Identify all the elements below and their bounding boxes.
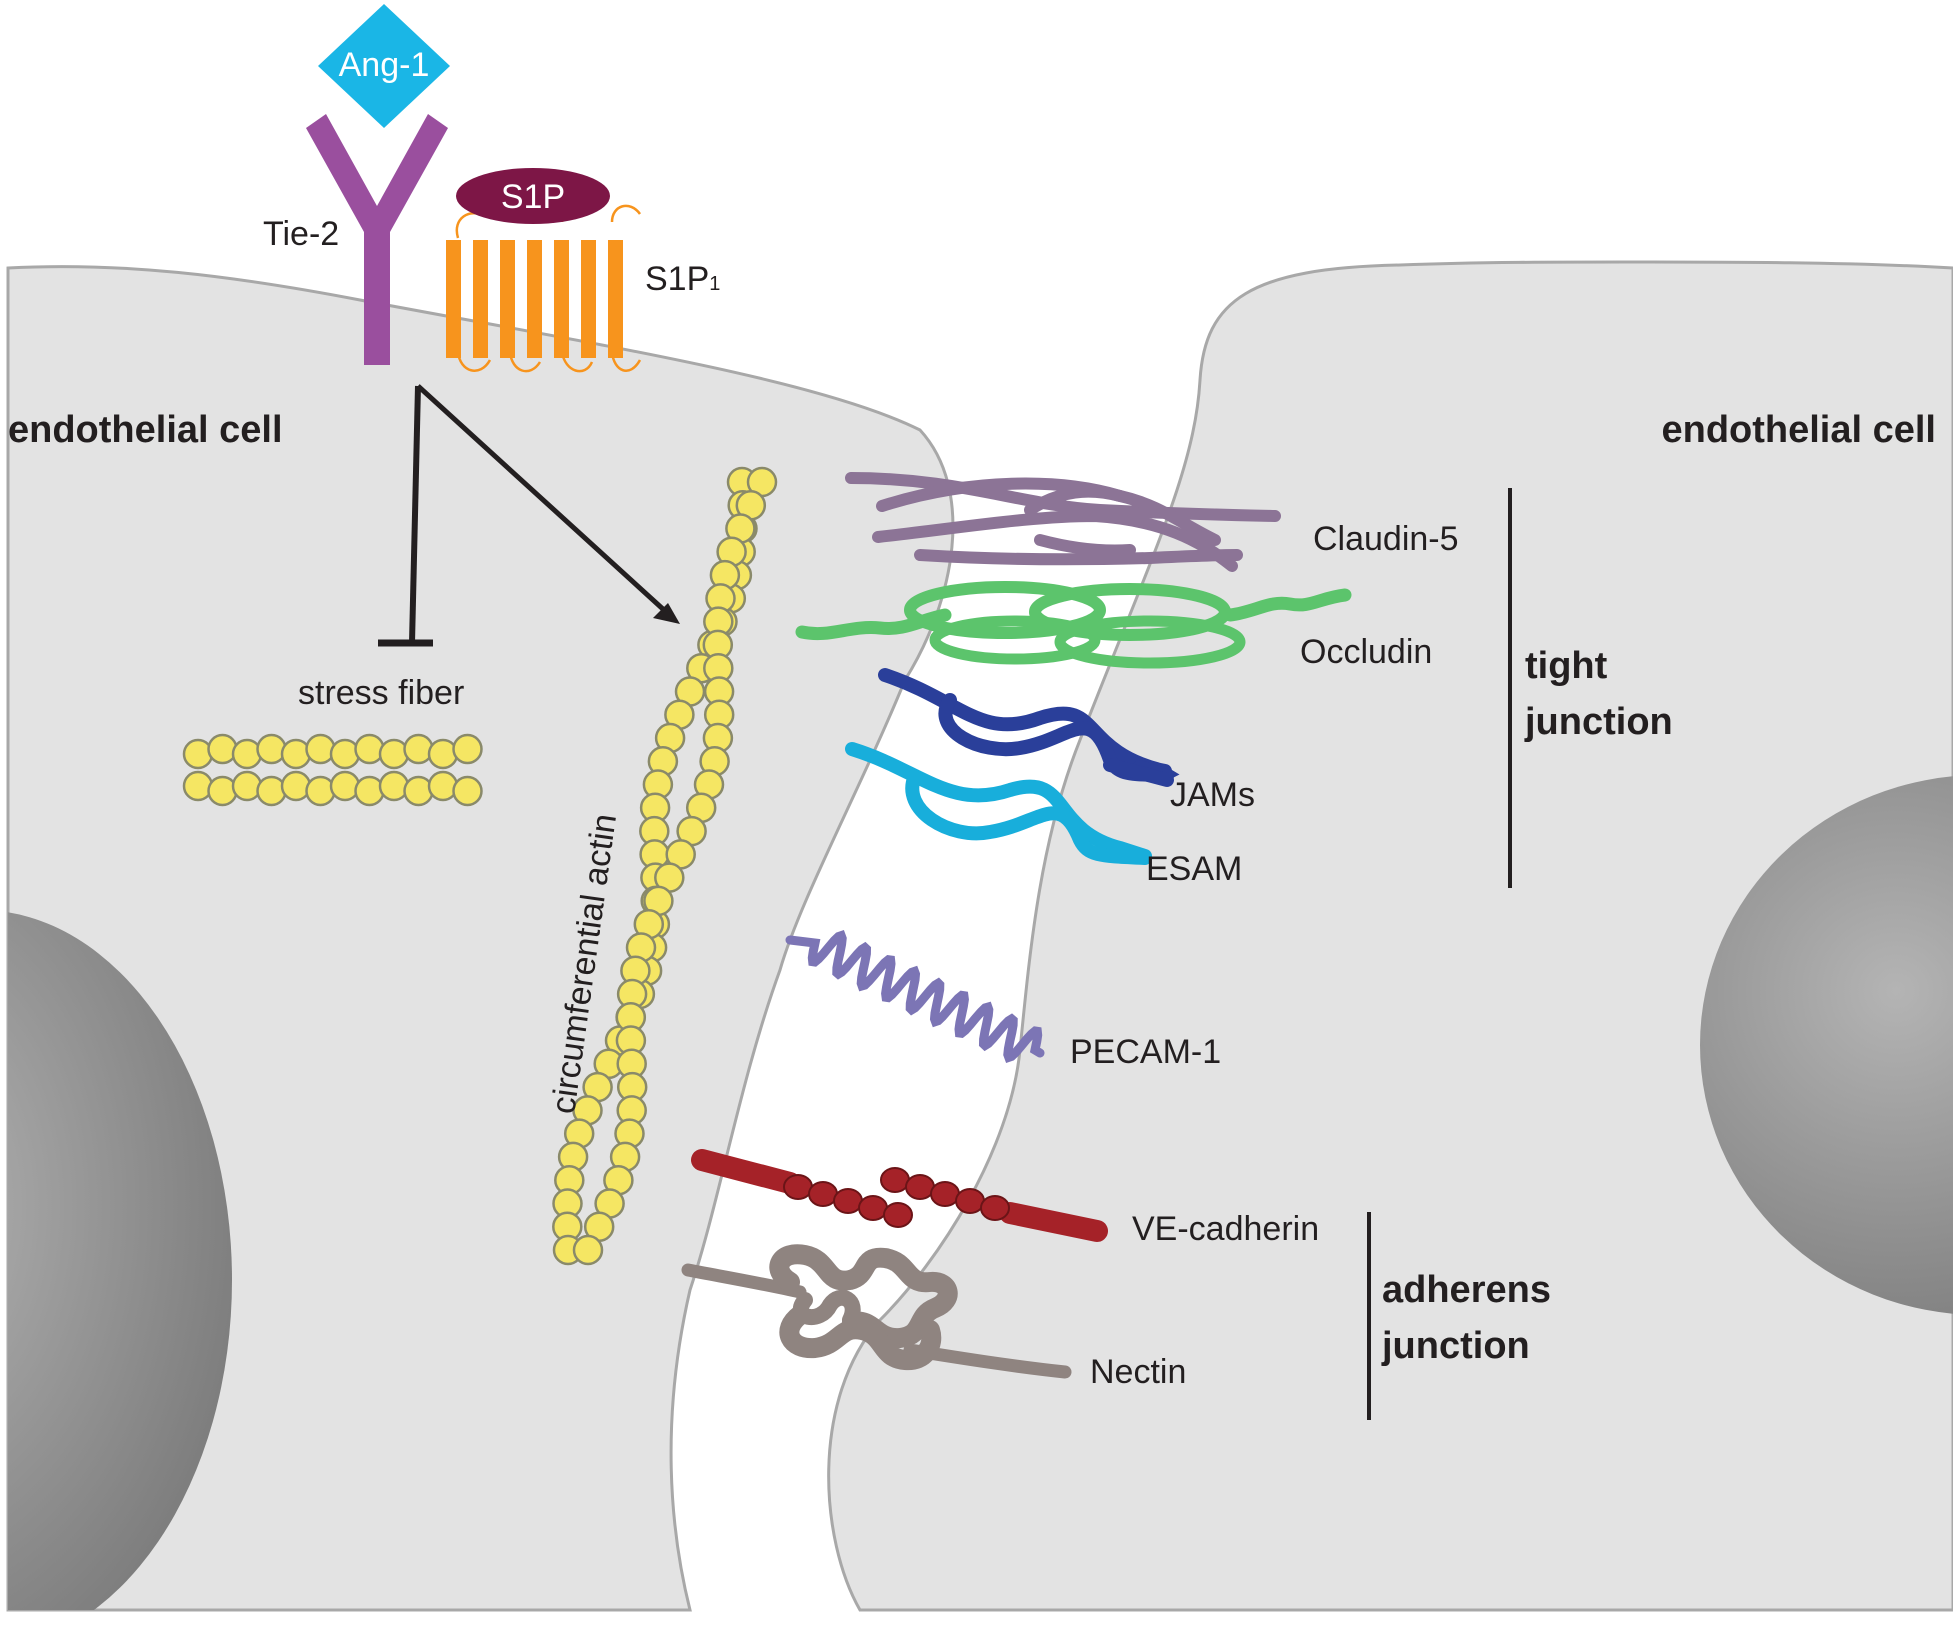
occludin-strands bbox=[795, 581, 1352, 669]
actin-bead bbox=[427, 770, 459, 802]
actin-bead bbox=[231, 770, 263, 802]
ve-cadherin-label: VE-cadherin bbox=[1132, 1210, 1319, 1248]
ve-cadherin-domain bbox=[880, 1167, 910, 1193]
ve-cadherin-domain bbox=[980, 1195, 1010, 1221]
signalling-arrows bbox=[378, 384, 680, 647]
jams-label: JAMs bbox=[1170, 776, 1255, 814]
ve-cadherin-chains bbox=[691, 1149, 1108, 1242]
claudin5-strands bbox=[845, 472, 1281, 572]
actin-bead bbox=[452, 775, 483, 807]
right-cell-body bbox=[827, 260, 1953, 1612]
ang1-ligand: Ang-1 bbox=[318, 4, 450, 128]
tie2-shape bbox=[306, 114, 448, 365]
pecam1-label: PECAM-1 bbox=[1070, 1033, 1221, 1071]
actin-bead bbox=[452, 733, 483, 765]
tie2-label: Tie-2 bbox=[263, 215, 339, 253]
circumferential-actin-filament bbox=[552, 466, 778, 1266]
actin-bead bbox=[305, 733, 336, 765]
ve-cadherin-domain bbox=[930, 1181, 960, 1207]
left-nucleus bbox=[8, 910, 232, 1611]
adherens-junction-label-line1: adherens bbox=[1382, 1269, 1551, 1311]
ve-cadherin-domain bbox=[783, 1174, 813, 1200]
occludin-label: Occludin bbox=[1300, 633, 1432, 671]
adherens-junction-label-line2: junction bbox=[1381, 1325, 1530, 1367]
actin-bead bbox=[305, 775, 336, 807]
claudin5-label: Claudin-5 bbox=[1313, 520, 1459, 558]
actin-bead bbox=[378, 738, 410, 770]
actin-bead bbox=[403, 775, 434, 807]
ve-cadherin-domain bbox=[808, 1181, 838, 1207]
left-cell-label: endothelial cell bbox=[8, 409, 283, 451]
right-endothelial-cell bbox=[827, 260, 1953, 1612]
actin-bead bbox=[207, 733, 238, 765]
ang1-label: Ang-1 bbox=[339, 46, 430, 84]
pecam1-coil bbox=[785, 930, 1045, 1063]
right-nucleus bbox=[1700, 775, 1953, 1315]
stress-fiber-actin bbox=[182, 733, 483, 807]
right-cell-label: endothelial cell bbox=[1661, 409, 1936, 451]
nectin-complex bbox=[681, 1244, 1072, 1379]
ve-cadherin-rod bbox=[691, 1149, 801, 1194]
actin-bead bbox=[378, 770, 410, 802]
activation-arrowhead bbox=[653, 603, 680, 624]
s1p1-label: S1P1 bbox=[645, 260, 720, 298]
s1p-ligand: S1P bbox=[456, 168, 610, 224]
s1p1-label-subscript: 1 bbox=[709, 273, 720, 295]
actin-bead bbox=[182, 770, 214, 802]
ve-cadherin-domain bbox=[883, 1202, 913, 1228]
actin-bead bbox=[207, 775, 238, 807]
ve-cadherin-domain bbox=[858, 1195, 888, 1221]
tie2-receptor bbox=[306, 114, 448, 365]
actin-bead bbox=[572, 1234, 604, 1266]
stress-fiber-label: stress fiber bbox=[298, 674, 464, 712]
actin-bead bbox=[182, 738, 214, 770]
actin-bead bbox=[329, 770, 361, 802]
ve-cadherin-rod bbox=[999, 1202, 1108, 1242]
tight-junction-label-line1: tight bbox=[1525, 645, 1608, 687]
actin-bead bbox=[354, 733, 385, 765]
actin-bead bbox=[354, 775, 385, 807]
inhibition-line bbox=[409, 385, 421, 644]
ang1-diamond bbox=[318, 4, 450, 128]
s1p-label: S1P bbox=[501, 178, 565, 216]
actin-bead bbox=[280, 738, 312, 770]
s1p-ellipse bbox=[456, 168, 610, 224]
pecam1-helix bbox=[785, 930, 1045, 1063]
tight-junction-label-line2: junction bbox=[1524, 701, 1673, 743]
ve-cadherin-domain bbox=[905, 1174, 935, 1200]
actin-bead bbox=[403, 733, 434, 765]
ve-cadherin-domain bbox=[955, 1188, 985, 1214]
actin-bead bbox=[280, 770, 312, 802]
activation-line bbox=[416, 384, 666, 612]
jams-tail bbox=[1103, 758, 1174, 787]
ve-cadherin-domain bbox=[833, 1188, 863, 1214]
s1p1-label-main: S1P bbox=[645, 260, 709, 298]
actin-bead bbox=[329, 738, 361, 770]
s1p1-helices bbox=[446, 240, 623, 358]
actin-bead bbox=[256, 733, 287, 765]
nectin-label: Nectin bbox=[1090, 1353, 1186, 1391]
s1p1-receptor bbox=[446, 199, 642, 373]
esam-label: ESAM bbox=[1146, 850, 1242, 888]
actin-bead bbox=[231, 738, 263, 770]
actin-bead bbox=[427, 738, 459, 770]
actin-bead bbox=[256, 775, 287, 807]
esam-strands bbox=[845, 742, 1152, 865]
